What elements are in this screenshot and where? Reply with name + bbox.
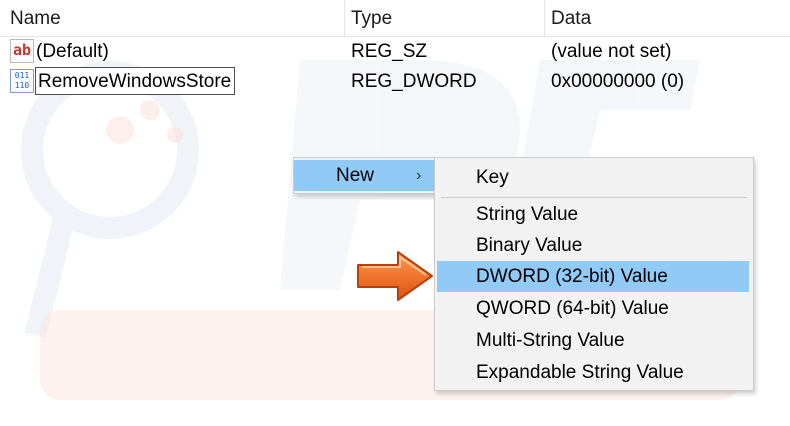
menu-item-label: New [336,165,375,186]
context-menu: New › [293,157,436,194]
menu-item-expandable-string-value[interactable]: Expandable String Value [435,357,753,388]
column-header: Name Type Data [0,0,790,37]
menu-item-dword-value[interactable]: DWORD (32-bit) Value [437,261,749,292]
value-type: REG_SZ [351,41,428,62]
pointer-arrow-icon [357,251,433,301]
rename-value-input[interactable]: RemoveWindowsStore [35,67,236,95]
column-name-header[interactable]: Name [10,8,61,29]
menu-item-string-value[interactable]: String Value [435,199,753,230]
column-data-header[interactable]: Data [551,8,592,29]
string-value-icon: ab [10,39,34,63]
new-submenu: Key String Value Binary Value DWORD (32-… [434,157,754,391]
menu-item-binary-value[interactable]: Binary Value [435,230,753,261]
registry-value-row[interactable]: ab (Default) REG_SZ (value not set) [0,37,790,67]
menu-item-label: DWORD (32-bit) Value [476,266,668,287]
value-data: 0x00000000 (0) [551,71,685,92]
column-type-header[interactable]: Type [351,8,393,29]
menu-item-label: Key [476,167,509,188]
menu-item-multi-string-value[interactable]: Multi-String Value [435,325,753,356]
menu-item-label: String Value [476,204,579,225]
column-divider[interactable] [544,0,545,36]
menu-item-label: Expandable String Value [476,362,684,383]
value-data: (value not set) [551,41,672,62]
value-name: (Default) [36,41,109,62]
column-divider[interactable] [344,0,345,36]
menu-separator [441,197,747,198]
value-type: REG_DWORD [351,71,477,92]
menu-item-key[interactable]: Key [435,162,753,193]
menu-item-qword-value[interactable]: QWORD (64-bit) Value [435,293,753,324]
chevron-right-icon: › [416,167,422,184]
menu-item-new[interactable]: New › [294,160,435,191]
menu-item-label: Binary Value [476,235,583,256]
menu-item-label: Multi-String Value [476,330,625,351]
menu-item-label: QWORD (64-bit) Value [476,298,669,319]
